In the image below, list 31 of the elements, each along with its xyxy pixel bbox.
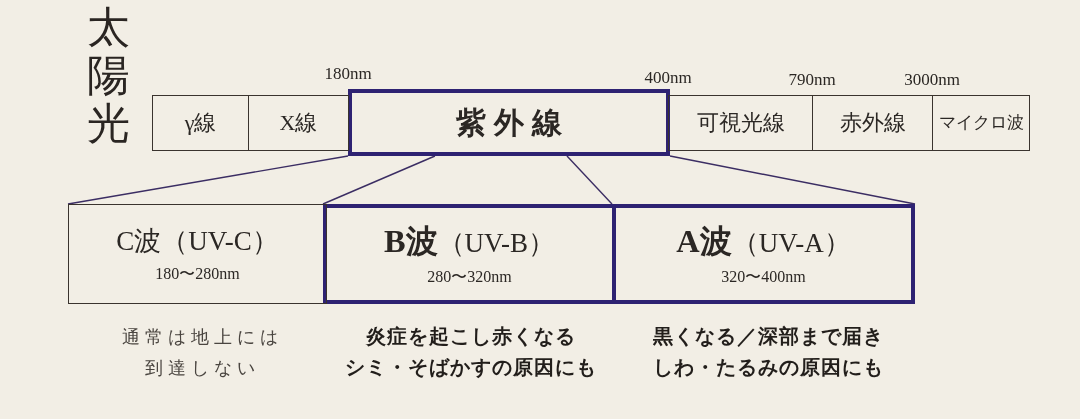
band-name: A波（UV-A） bbox=[676, 221, 851, 261]
segment-label: マイクロ波 bbox=[938, 112, 1024, 134]
connector-line bbox=[669, 155, 916, 205]
segment-label: X線 bbox=[279, 109, 318, 137]
band-name: B波（UV-B） bbox=[383, 221, 556, 261]
segment-label: γ線 bbox=[184, 109, 217, 137]
spectrum-segment bbox=[812, 95, 933, 151]
wavelength-range: 180〜280nm bbox=[155, 263, 240, 283]
connector-line bbox=[566, 155, 613, 205]
segment-label: 可視光線 bbox=[696, 109, 785, 137]
title-text: 太陽光 bbox=[85, 4, 131, 148]
uv-band-panel bbox=[68, 204, 327, 304]
spectrum-segment bbox=[668, 95, 813, 151]
spectrum-segment bbox=[248, 95, 349, 151]
wavelength-label: 180nm bbox=[324, 64, 372, 84]
connector-line bbox=[67, 155, 349, 205]
wavelength-label: 790nm bbox=[788, 70, 836, 90]
segment-label: 紫外線 bbox=[455, 104, 570, 141]
band-name: C波（UV-C） bbox=[116, 225, 279, 258]
segment-label: 赤外線 bbox=[839, 109, 906, 137]
description-text: 炎症を起こし赤くなるシミ・そばかすの原因にも bbox=[344, 323, 598, 381]
wavelength-label: 400nm bbox=[644, 68, 692, 88]
wavelength-range: 280〜320nm bbox=[427, 266, 512, 287]
description-text: 通常は地上には到達しない bbox=[120, 325, 284, 380]
spectrum-segment bbox=[932, 95, 1030, 151]
description-text: 黒くなる／深部まで届きしわ・たるみの原因にも bbox=[651, 323, 885, 381]
wavelength-label: 3000nm bbox=[904, 70, 960, 90]
spectrum-segment bbox=[348, 89, 670, 156]
connector-line bbox=[322, 155, 436, 205]
wavelength-range: 320〜400nm bbox=[721, 266, 806, 287]
spectrum-segment bbox=[152, 95, 249, 151]
